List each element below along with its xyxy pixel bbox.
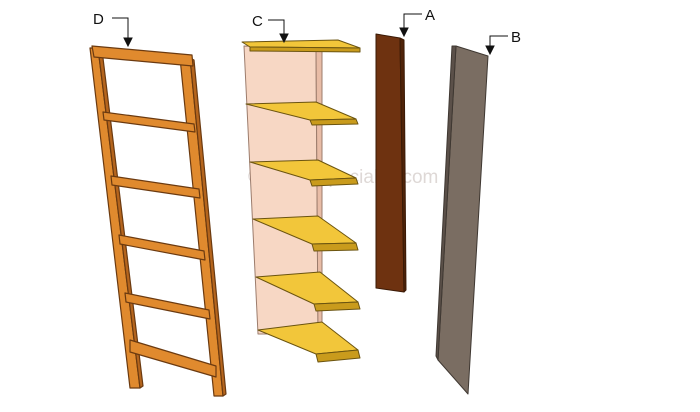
frame-top-rail [91,45,194,67]
frame-rung-4 [124,292,211,320]
shelf-3 [249,159,359,187]
label-c: C [252,13,263,30]
leader-lines [112,13,508,56]
shelf-4 [252,215,359,252]
label-b: B [511,29,521,46]
frame-rung-3 [118,234,206,261]
frame-rung-2 [110,175,201,199]
frame-right-stile [179,57,224,397]
frame-left-stile [89,47,141,389]
shelf-1 [241,39,361,53]
shelf-5 [255,271,361,312]
frame-bottom-rail [129,339,217,378]
label-d: D [93,11,104,28]
side-panel-a [375,33,407,293]
frame-d [89,45,227,397]
frame-rung-1 [102,111,196,133]
shelf-unit-c [241,39,361,363]
label-a: A [425,7,435,24]
shelf-2 [245,101,359,126]
shelf-6 [257,321,361,363]
side-panel-b [435,45,489,395]
